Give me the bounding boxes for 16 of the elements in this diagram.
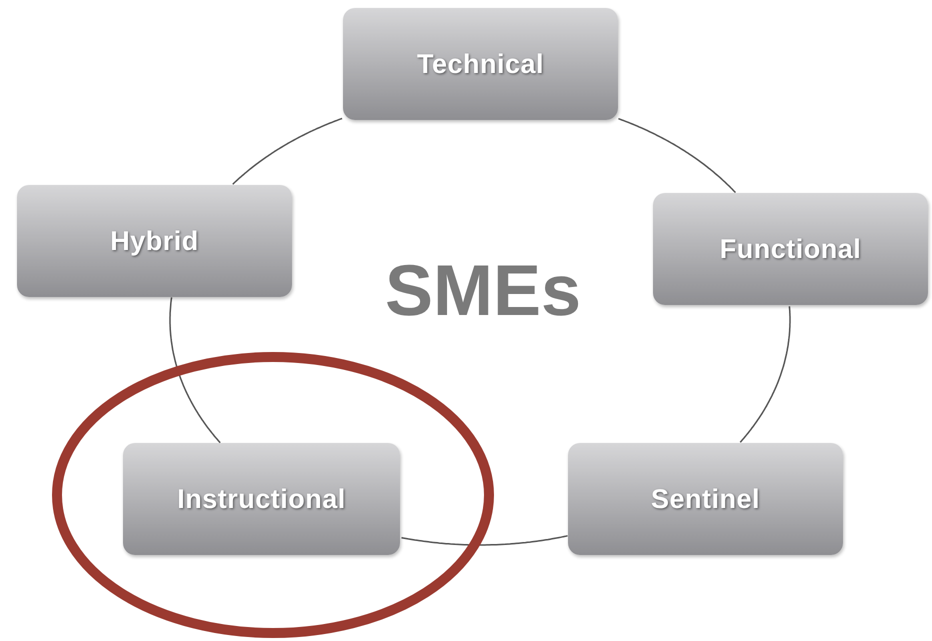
process-box bbox=[343, 8, 618, 120]
center-title: SMEs bbox=[385, 250, 582, 332]
process-box bbox=[568, 443, 843, 555]
connector-arc bbox=[401, 535, 568, 546]
connector-arc bbox=[740, 306, 791, 443]
process-box bbox=[123, 443, 400, 555]
box-label: Technical bbox=[416, 48, 544, 80]
box-label: Sentinel bbox=[650, 484, 760, 514]
connector-arc bbox=[618, 118, 736, 194]
box-label: Instructional bbox=[177, 484, 346, 514]
process-box bbox=[17, 185, 292, 297]
box-label: Hybrid bbox=[110, 226, 199, 256]
process-box bbox=[653, 193, 928, 305]
connector-arc bbox=[169, 297, 221, 444]
box-label: Functional bbox=[720, 234, 862, 264]
connector-arc bbox=[232, 118, 342, 185]
